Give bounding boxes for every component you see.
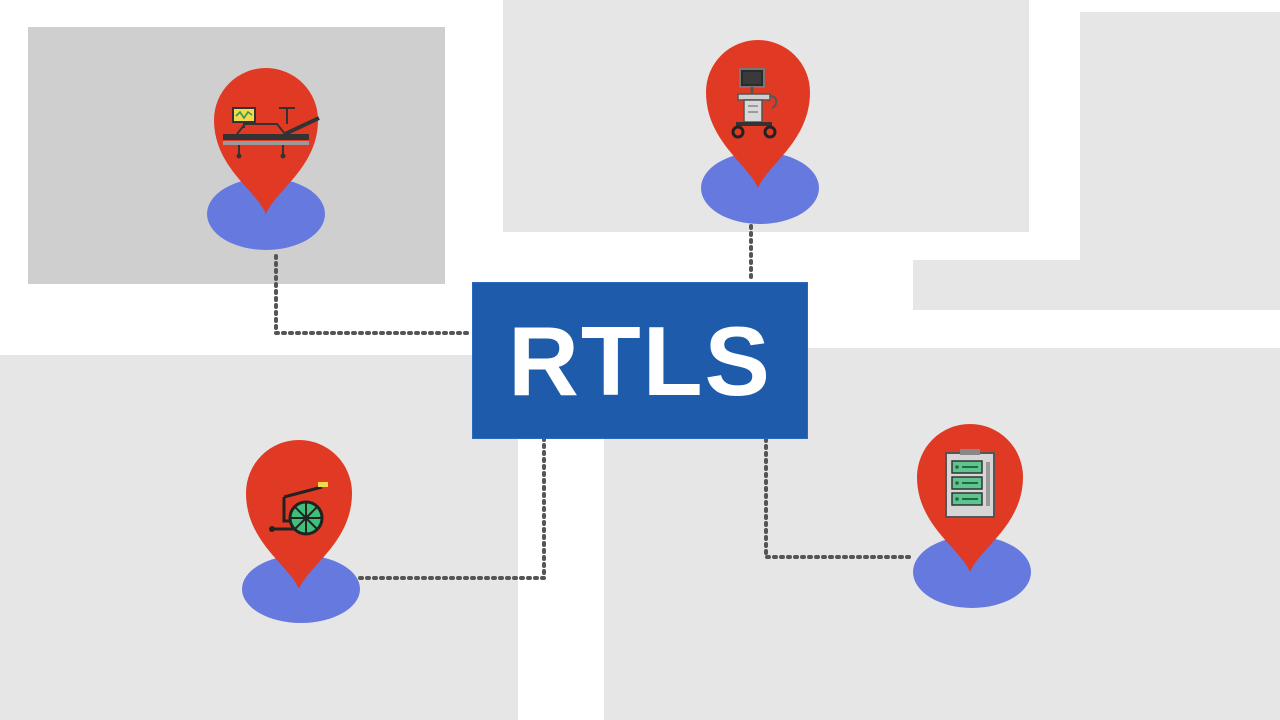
room-top-right	[1080, 12, 1280, 260]
connector-infusion	[764, 437, 915, 559]
room-bottom-right	[724, 348, 1280, 720]
room-bottom-left	[0, 355, 518, 720]
pin-base	[242, 555, 360, 623]
location-marker-infusion-pump	[906, 420, 1036, 610]
wheelchair-icon	[269, 482, 328, 536]
room-right-corridor	[913, 260, 1280, 310]
hospital-bed-icon	[223, 107, 320, 159]
connector-wheelchair	[358, 437, 546, 580]
infusion-pump-icon	[945, 449, 995, 518]
ultrasound-cart-icon	[731, 68, 778, 139]
location-marker-wheelchair	[236, 435, 366, 625]
pin-base	[701, 152, 819, 224]
location-marker-bed	[201, 62, 331, 252]
connector-bed	[274, 254, 474, 335]
rtls-label: RTLS	[508, 305, 772, 416]
pin-base	[913, 536, 1031, 608]
room-bottom-middle	[604, 440, 724, 720]
location-marker-ultrasound	[694, 36, 824, 226]
rtls-box: RTLS	[472, 282, 808, 439]
